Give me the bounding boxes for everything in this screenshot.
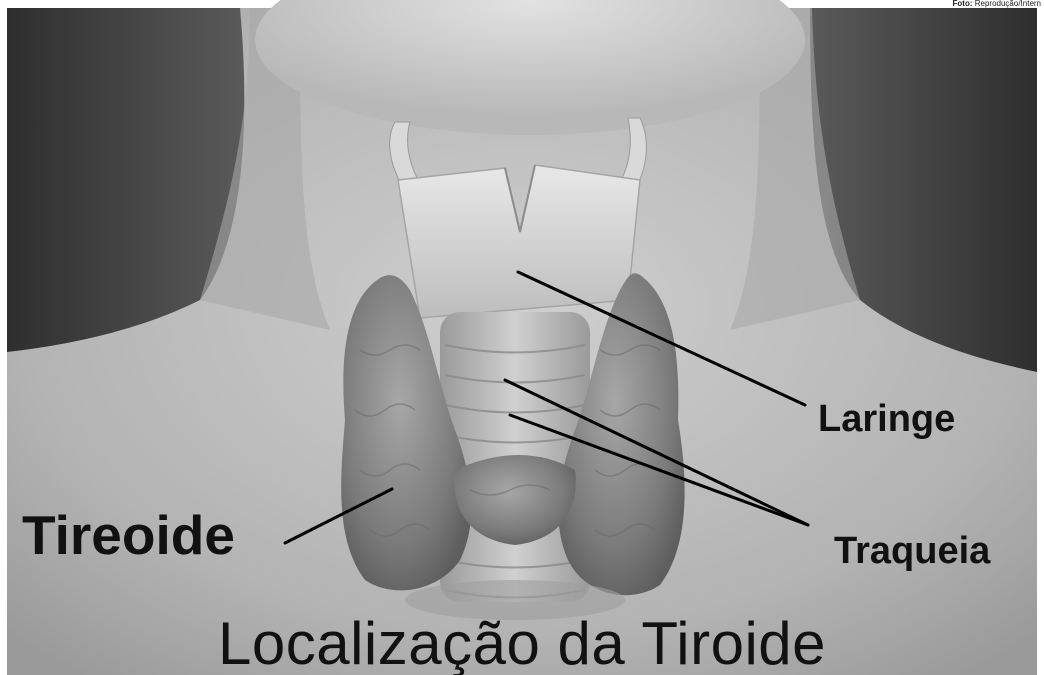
- label-laringe: Laringe: [818, 400, 955, 438]
- figure-title: Localização da Tiroide: [0, 614, 1044, 674]
- photo-credit: Foto: Reprodução/Intern: [953, 0, 1042, 9]
- label-tireoide: Tireoide: [22, 508, 235, 563]
- label-traqueia: Traqueia: [834, 532, 990, 570]
- photo-credit-text: Reprodução/Intern: [975, 0, 1041, 8]
- photo-credit-prefix: Foto:: [953, 0, 973, 8]
